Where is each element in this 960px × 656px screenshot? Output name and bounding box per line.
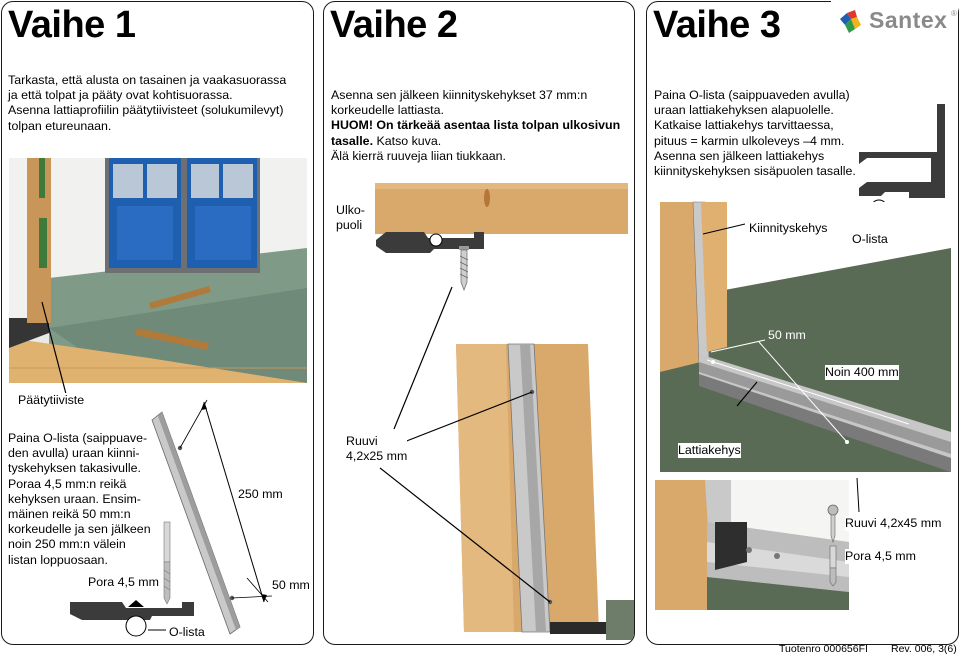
outside-label-line: Ulko- [336, 203, 365, 217]
floor-frame-label: Lattiakehys [678, 443, 741, 458]
step1-intro-line: Asenna lattiaprofiilin päätytiivisteet (… [8, 103, 284, 118]
mounting-frame-label: Kiinnityskehys [749, 221, 828, 236]
step1-instruction-line: kehyksen uraan. Ensim- [8, 491, 141, 506]
dim-400-label: Noin 400 mm [825, 365, 899, 380]
step1-panel: Vaihe 1 Tarkasta, että alusta on tasaine… [1, 1, 314, 645]
step2-note: Älä kierrä ruuveja liian tiukkaan. [331, 148, 506, 163]
revision: Rev. 006, 3(6) [891, 643, 957, 655]
step3-intro-line: Katkaise lattiakehys tarvittaessa, [654, 118, 834, 133]
step1-instruction-line: mäinen reikä 50 mm:n [8, 507, 131, 522]
step3-panel: Vaihe 3 Paina O-lista (saippuaveden avul… [646, 1, 959, 645]
outside-label: Ulko- puoli [336, 203, 365, 233]
step3-intro-line: pituus = karmin ulkoleveys –4 mm. [654, 133, 845, 148]
end-seal-pointer [41, 301, 67, 395]
step1-title: Vaihe 1 [8, 4, 136, 46]
step1-instructions: Paina O-lista (saippuave- den avulla) ur… [8, 431, 168, 568]
screw-label-line: 4,2x25 mm [346, 449, 408, 463]
step1-intro: Tarkasta, että alusta on tasainen ja vaa… [8, 73, 308, 134]
screw-label: Ruuvi 4,2x25 mm [346, 434, 408, 464]
step3-title: Vaihe 3 [653, 4, 781, 46]
santex-logo-mark-icon [840, 10, 861, 33]
product-number: Tuotenro 000656FI [779, 643, 868, 655]
step2-intro-line: korkeudelle lattiasta. [331, 103, 444, 118]
drill-label: Pora 4,5 mm [845, 549, 916, 564]
step1-intro-line: Tarkasta, että alusta on tasainen ja vaa… [8, 73, 287, 87]
screw-label: Ruuvi 4,2x45 mm [845, 516, 942, 531]
santex-logo-text: Santex [869, 7, 948, 33]
step1-instruction-line: Paina O-lista (saippuave- [8, 431, 148, 445]
door-photo-illustration [9, 158, 307, 383]
floor-frame-illustration [655, 104, 951, 610]
step1-instruction-line: tyskehyksen takasivulle. [8, 461, 141, 476]
step1-instruction-line: listan loppuosaan. [8, 552, 108, 567]
outside-label-line: puoli [336, 218, 363, 232]
mounting-frame-strip-illustration [70, 399, 273, 637]
step1-instruction-line: noin 250 mm:n välein [8, 537, 126, 552]
step2-warning: HUOM! On tärkeää asentaa lista tolpan ul… [331, 118, 621, 133]
step3-intro-line: uraan lattiakehyksen alapuolelle. [654, 103, 834, 118]
santex-logo: Santex ® [831, 1, 958, 43]
dim-50-label: 50 mm [272, 578, 310, 593]
step1-instruction-line: Poraa 4,5 mm:n reikä [8, 476, 127, 491]
dim-50-label: 50 mm [768, 328, 806, 342]
step2-see-picture: Katso kuva. [373, 133, 442, 148]
o-strip-label: O-lista [852, 232, 888, 247]
o-strip-label: O-lista [169, 625, 205, 640]
step3-intro: Paina O-lista (saippuaveden avulla) uraa… [654, 88, 884, 179]
step1-instruction-line: den avulla) uraan kiinni- [8, 446, 140, 461]
step1-intro-line: ja että tolpat ja pääty ovat kohtisuoras… [8, 88, 233, 103]
step2-warning: tasalle. [331, 133, 374, 148]
end-seal-label: Päätytiiviste [18, 393, 85, 408]
step2-panel: Vaihe 2 Asenna sen jälkeen kiinnityskehy… [323, 1, 635, 645]
cross-section-illustration [375, 183, 634, 640]
step2-intro: Asenna sen jälkeen kiinnityskehykset 37 … [331, 88, 631, 164]
step2-intro-line: Asenna sen jälkeen kiinnityskehykset 37 … [331, 88, 588, 102]
step1-instruction-line: korkeudelle ja sen jälkeen [8, 522, 151, 537]
registered-mark: ® [951, 9, 957, 18]
step1-intro-line: tolpan etureunaan. [8, 118, 112, 133]
step3-intro-line: Paina O-lista (saippuaveden avulla) [654, 88, 850, 102]
screw-label-line: Ruuvi [346, 434, 378, 448]
step3-intro-line: Asenna sen jälkeen lattiakehys [654, 148, 825, 163]
drill-label: Pora 4,5 mm [88, 575, 159, 590]
step2-title: Vaihe 2 [330, 4, 458, 46]
step3-intro-line: kiinnityskehyksen sisäpuolen tasalle. [654, 164, 856, 179]
dim-250-label: 250 mm [238, 487, 283, 502]
